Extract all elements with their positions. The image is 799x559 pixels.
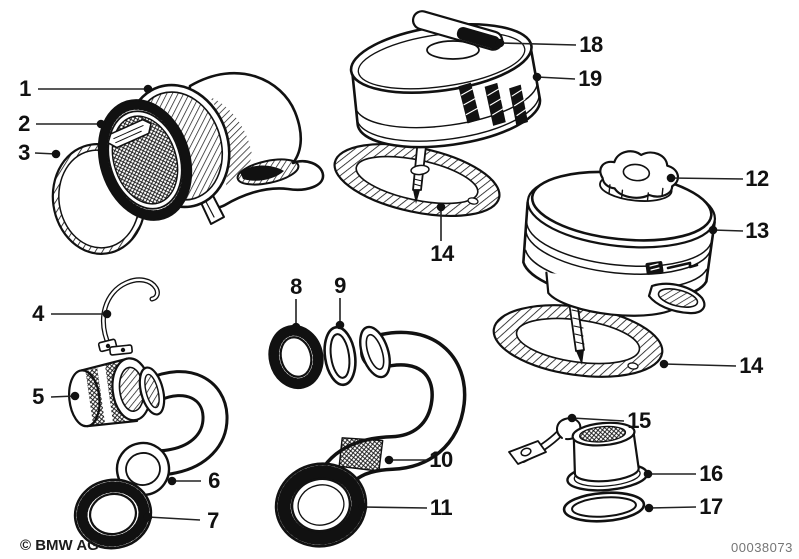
leader-dot-8 (291, 322, 301, 332)
leader-dot-2 (96, 119, 106, 129)
wing-handle (411, 10, 504, 51)
leader-dot-17 (644, 503, 654, 513)
hose-small (115, 366, 229, 497)
callout-7: 7 (207, 508, 219, 533)
callout-5: 5 (32, 384, 44, 409)
doc-number: 00038073 (731, 540, 793, 555)
callout-4: 4 (32, 301, 44, 326)
hose-assembly-left (68, 277, 229, 550)
leader-dot-4 (102, 309, 112, 319)
brand-badge (107, 118, 152, 149)
air-cleaner-housing (522, 150, 717, 317)
copyright-text: © BMW AG (20, 537, 99, 554)
leader-dot-14-right (659, 359, 669, 369)
callout-18: 18 (579, 32, 603, 57)
callout-2: 2 (18, 111, 30, 136)
intake-silencer-assembly (51, 71, 325, 255)
leader-line-11 (362, 506, 428, 509)
callout-8: 8 (290, 274, 302, 299)
rubber-sleeve (68, 357, 152, 428)
hose-assembly-main (268, 324, 467, 548)
leader-dot-18 (495, 38, 505, 48)
callout-14-left: 14 (430, 241, 454, 266)
leader-dot-10 (384, 455, 394, 465)
callout-13: 13 (745, 218, 769, 243)
leader-line-13 (712, 229, 744, 232)
callout-17: 17 (699, 494, 723, 519)
hose-main (313, 325, 467, 506)
leader-dot-14-left (436, 202, 446, 212)
ring-8 (268, 324, 324, 390)
leader-line-19 (536, 76, 576, 80)
leader-dot-7 (143, 512, 153, 522)
leader-dot-19 (532, 72, 542, 82)
leader-line-15 (571, 417, 625, 422)
leader-dot-9 (335, 320, 345, 330)
leader-line-18 (499, 42, 577, 46)
leader-dot-15 (567, 413, 577, 423)
filter-element-16 (566, 421, 649, 492)
bracket-15 (508, 414, 582, 465)
hose-end-collar (274, 462, 368, 548)
leader-dot-5 (70, 391, 80, 401)
leader-line-17 (648, 506, 697, 509)
leader-dot-1 (143, 84, 153, 94)
callout-6: 6 (208, 468, 220, 493)
callout-9: 9 (334, 273, 346, 298)
callout-1: 1 (19, 76, 31, 101)
star-knob (599, 150, 680, 202)
callout-3: 3 (18, 140, 30, 165)
leader-dot-6 (167, 476, 177, 486)
callout-15: 15 (627, 408, 651, 433)
o-ring-9 (323, 325, 357, 387)
leader-line-14-right (663, 363, 737, 367)
leader-line-7 (147, 516, 201, 521)
callout-16: 16 (699, 461, 723, 486)
o-ring-17 (562, 491, 646, 523)
callout-dots (51, 38, 718, 522)
leader-dot-3 (51, 149, 61, 159)
callout-11: 11 (429, 495, 453, 520)
callout-12: 12 (745, 166, 769, 191)
leader-dot-16 (643, 469, 653, 479)
small-filter-assembly (508, 414, 649, 523)
callout-10: 10 (429, 447, 453, 472)
air-cleaner-assembly-left (333, 10, 542, 217)
air-cleaner-assembly-right (492, 150, 717, 378)
leader-line-12 (670, 177, 744, 180)
inlet-snout (647, 282, 706, 315)
leader-dot-11 (358, 502, 368, 512)
callout-19: 19 (578, 66, 602, 91)
ring-7 (73, 478, 153, 550)
leader-dot-13 (708, 225, 718, 235)
decal-badge (645, 261, 699, 275)
callout-14-right: 14 (739, 353, 763, 378)
leader-dot-12 (666, 173, 676, 183)
